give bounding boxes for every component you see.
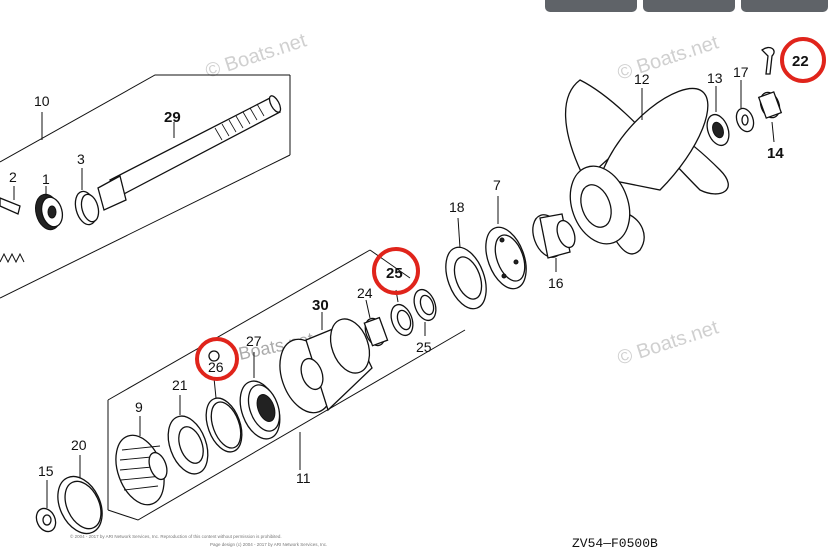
callout-2[interactable]: 2 [9,169,17,185]
footer-fine-print: © 2004 - 2017 by ARI Network Services, I… [70,533,282,539]
ring-part[interactable] [72,168,101,227]
ball-bearing-part[interactable] [233,352,287,444]
callout-24[interactable]: 24 [357,285,373,301]
footer-fine-print: Page design (c) 2004 - 2017 by ARI Netwo… [210,542,327,547]
callout-29[interactable]: 29 [164,109,181,126]
gear-part[interactable] [32,186,66,232]
gearcase-assembly-box [107,249,466,521]
callout-22[interactable]: 22 [792,53,809,70]
callout-1[interactable]: 1 [42,171,50,187]
spacer-part[interactable] [733,80,756,134]
callout-21[interactable]: 21 [172,377,188,393]
needle-bearing-part[interactable] [362,299,389,348]
cotter-pin-part[interactable] [761,46,775,75]
bevel-gear-part[interactable] [107,416,173,511]
o-ring-part[interactable] [199,350,248,457]
bearing-housing-part[interactable] [270,312,376,420]
diagram-code: ZV54—F0500B [572,536,658,551]
callout-18[interactable]: 18 [449,199,465,215]
callout-26[interactable]: 26 [208,359,224,375]
callout-7[interactable]: 7 [493,177,501,193]
callout-13[interactable]: 13 [707,70,723,86]
top-tab-1[interactable] [545,0,637,12]
highlight-circle-25 [372,247,420,295]
lock-washer-part[interactable] [438,217,494,314]
callout-11[interactable]: 11 [296,470,311,486]
callout-3[interactable]: 3 [77,151,85,167]
spring-part [0,252,25,264]
pin-part[interactable] [0,186,21,215]
callout-17[interactable]: 17 [733,64,749,80]
callout-15[interactable]: 15 [38,463,54,479]
thrust-washer-part[interactable] [161,395,215,479]
ring-nut-part[interactable] [478,196,534,294]
propeller-part[interactable] [560,79,729,255]
callout-25-top[interactable]: 25 [386,265,403,282]
drive-shaft-part[interactable] [97,94,283,211]
callout-12[interactable]: 12 [634,71,650,87]
oil-seal-part[interactable] [410,287,440,336]
shaft-assembly-box [0,74,291,299]
prop-washer-part[interactable] [703,86,733,148]
highlight-circle-22 [780,37,826,83]
callout-14[interactable]: 14 [767,145,784,162]
thrust-hub-part[interactable] [527,211,578,272]
callout-20[interactable]: 20 [71,437,87,453]
castle-nut-part[interactable] [757,90,783,143]
callout-9[interactable]: 9 [135,399,143,415]
top-tab-3[interactable] [741,0,828,12]
watermark: © Boats.net [615,316,722,369]
watermark: © Boats.net [615,31,722,84]
callout-10[interactable]: 10 [34,93,50,109]
highlight-circle-26 [195,337,239,381]
washer-part[interactable] [33,480,59,535]
callout-16[interactable]: 16 [548,275,564,291]
oil-seal-part[interactable] [387,289,417,338]
callout-30[interactable]: 30 [312,297,329,314]
top-tab-2[interactable] [643,0,735,12]
callout-25-bottom[interactable]: 25 [416,339,432,355]
shim-ring-part[interactable] [49,455,111,541]
callout-27[interactable]: 27 [246,333,262,349]
